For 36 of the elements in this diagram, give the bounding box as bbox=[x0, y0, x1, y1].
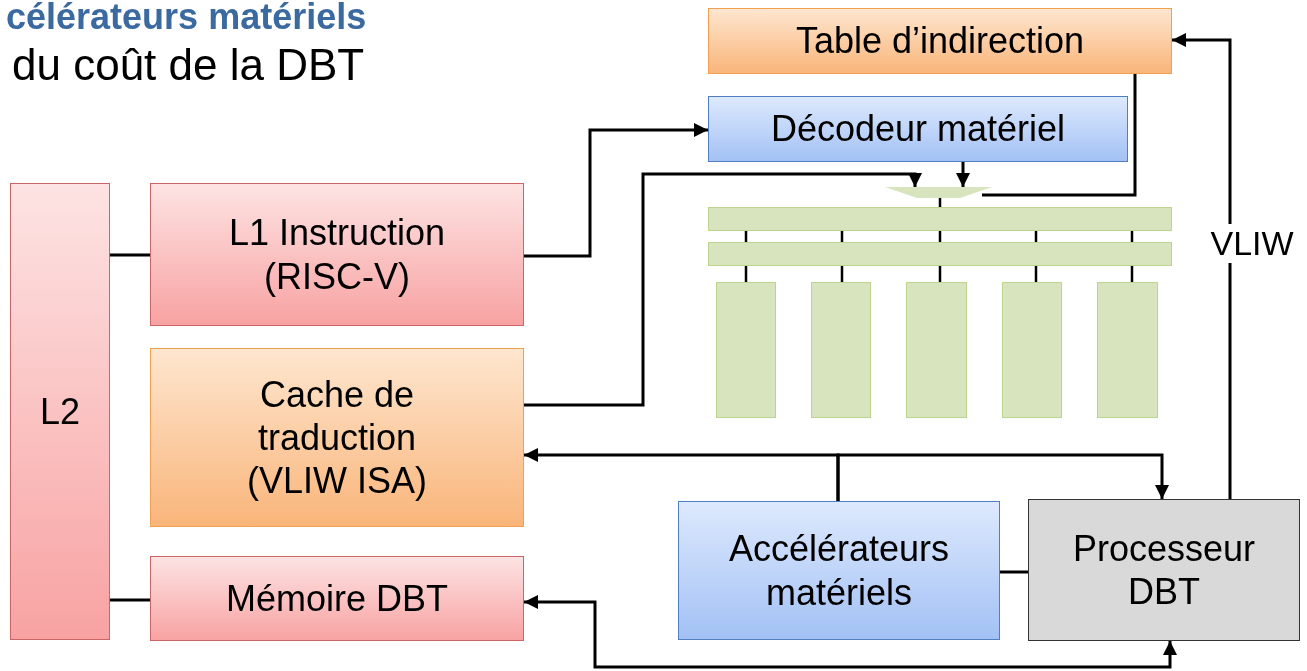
arrow bbox=[1172, 33, 1232, 499]
arrow bbox=[956, 162, 970, 187]
box-label: Décodeur matériel bbox=[770, 107, 1066, 151]
slide-subtitle: du coût de la DBT bbox=[12, 40, 365, 90]
table-box bbox=[708, 8, 1172, 74]
multiplexer-shape bbox=[885, 187, 992, 198]
functional-unit bbox=[716, 282, 776, 418]
arrow bbox=[524, 123, 708, 258]
connector-line bbox=[110, 253, 150, 257]
functional-unit bbox=[906, 282, 967, 418]
box-label: Accélérateurs matériels bbox=[727, 527, 951, 614]
box-label: Processeur DBT bbox=[1071, 526, 1257, 614]
slide-title: célérateurs matériels bbox=[6, 0, 367, 38]
arrow bbox=[524, 595, 1177, 669]
accelerator-box bbox=[678, 501, 1000, 640]
box-label: L2 bbox=[39, 389, 80, 434]
processor-box bbox=[1028, 499, 1300, 641]
box-label: Cache de traduction (VLIW ISA) bbox=[246, 372, 428, 503]
connector-line bbox=[982, 74, 1137, 197]
functional-unit bbox=[1097, 282, 1158, 418]
box-label: Table d’indirection bbox=[795, 19, 1085, 63]
arrow bbox=[524, 172, 922, 407]
box-label: Mémoire DBT bbox=[226, 576, 448, 621]
cache-box bbox=[150, 183, 524, 326]
register-bar bbox=[708, 242, 1172, 266]
cache-block bbox=[10, 183, 110, 640]
functional-unit bbox=[1002, 282, 1062, 418]
connector-line bbox=[1000, 570, 1028, 574]
arrow bbox=[836, 453, 1169, 501]
decoder-box bbox=[708, 96, 1128, 162]
connector-line bbox=[110, 598, 150, 602]
memory-box bbox=[150, 556, 524, 641]
box-label: L1 Instruction (RISC-V) bbox=[227, 211, 447, 298]
functional-unit bbox=[811, 282, 871, 418]
cache-box bbox=[150, 348, 524, 527]
register-bar bbox=[708, 207, 1172, 231]
